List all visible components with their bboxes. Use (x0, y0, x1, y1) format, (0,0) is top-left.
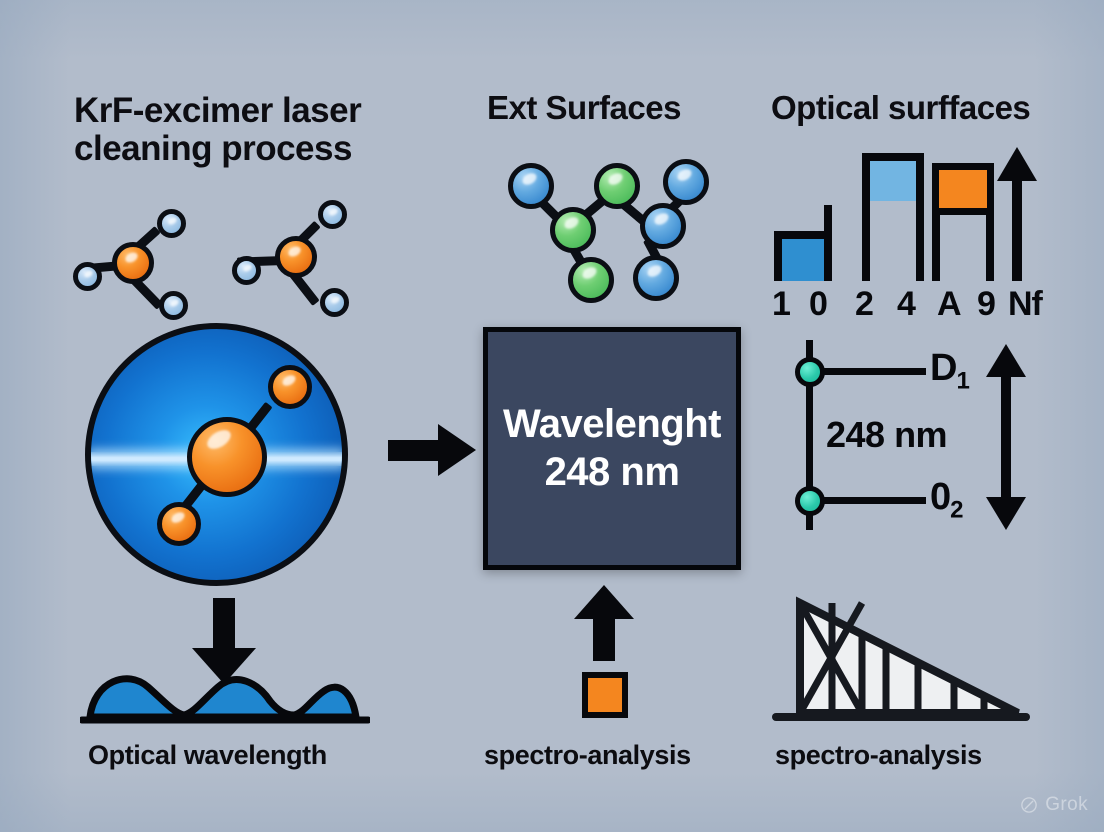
schematic-double-arrow (983, 344, 1029, 530)
grok-watermark-text: Grok (1045, 794, 1088, 815)
bar-tick-label: 0 (809, 285, 828, 323)
atom-hydrogen (318, 200, 347, 229)
bar-tick-label: 4 (897, 285, 916, 323)
bar-1-stem (824, 205, 832, 281)
schematic-label-top-text: D (930, 347, 957, 389)
schematic-lead-top (806, 368, 926, 375)
arrow-shaft (213, 598, 235, 652)
bar-tick-label: A (937, 285, 962, 323)
arrow-head-up (986, 344, 1026, 377)
atom-hydrogen (320, 288, 349, 317)
schematic-measure-label: 248 nm (826, 414, 948, 455)
atom-oxygen-satellite (157, 502, 201, 546)
bar-2 (862, 153, 924, 281)
atom-node-blue (640, 203, 686, 249)
caption-right: spectro-analysis (775, 740, 982, 770)
right-arrow-to-panel (388, 422, 478, 478)
bar-2-fill (870, 161, 916, 201)
up-arrow-to-panel (574, 585, 634, 661)
bar-tick-label: 9 (977, 285, 996, 323)
grok-logo-icon (1021, 797, 1038, 813)
sample-swatch-orange (582, 672, 628, 718)
atom-oxygen (112, 242, 154, 284)
schematic-label-top: D1 (930, 347, 970, 396)
wavelength-panel: Wavelenght 248 nm (483, 327, 741, 570)
bar-chart: 1 0 2 4 A 9 Nf (768, 145, 1043, 323)
atom-hydrogen (157, 209, 186, 238)
schematic-label-bottom: 02 (930, 476, 964, 525)
atom-oxygen (275, 236, 317, 278)
atom-node-green (568, 257, 614, 303)
bar-3-fill (932, 163, 994, 215)
bar-tick-label: 2 (855, 285, 874, 323)
molecule-cluster-left-a (70, 195, 250, 320)
atom-node-blue (508, 163, 554, 209)
molecule-cluster-center (490, 155, 710, 310)
schematic-lead-bottom (806, 497, 926, 504)
bar-3 (932, 163, 994, 281)
schematic-label-bottom-sub: 2 (950, 496, 963, 524)
atom-hydrogen (232, 256, 261, 285)
heading-right: Optical surffaces (771, 89, 1031, 126)
bar-chart-arrow-label: Nf (1008, 285, 1043, 323)
arrow-head (574, 585, 634, 619)
bar-1-fill (782, 239, 824, 281)
wavelength-panel-line1: Wavelenght (503, 402, 722, 447)
atom-node-blue (633, 255, 679, 301)
atom-node-blue (663, 159, 709, 205)
schematic-vertical-line (806, 340, 813, 530)
schematic-node-top (795, 357, 825, 387)
bar-3-leg-right (986, 209, 994, 281)
surface-profile-wave (80, 675, 370, 724)
arrow-shaft (593, 615, 615, 661)
schematic-node-bottom (795, 486, 825, 516)
schematic-label-top-sub: 1 (956, 367, 969, 395)
caption-center: spectro-analysis (484, 740, 691, 770)
optical-schematic: D1 02 248 nm (778, 340, 1058, 540)
bar-chart-up-arrow (993, 147, 1041, 281)
heading-left: KrF-excimer laser cleaning process (74, 91, 362, 168)
atom-hydrogen (73, 262, 102, 291)
caption-left: Optical wavelength (88, 740, 327, 770)
atom-oxygen-satellite (268, 365, 312, 409)
wavelength-panel-line2: 248 nm (544, 449, 680, 494)
arrow-head-down (986, 497, 1026, 530)
arrow-head (438, 424, 476, 476)
arrow-shaft (388, 440, 442, 461)
atom-oxygen-core (187, 417, 267, 497)
laser-target-sphere (85, 323, 348, 586)
atom-hydrogen (159, 291, 188, 320)
schematic-label-bottom-text: 0 (930, 476, 951, 518)
heading-center: Ext Surfaces (487, 89, 681, 126)
atom-node-green (550, 207, 596, 253)
arrow-shaft (1012, 175, 1022, 281)
bar-tick-label: 1 (772, 285, 791, 323)
atom-node-green (594, 163, 640, 209)
arrow-shaft (1001, 372, 1011, 504)
bar-3-leg-left (932, 209, 940, 281)
grok-watermark: Grok (1020, 794, 1088, 816)
molecule-cluster-left-b (225, 190, 405, 320)
spectrum-triangle-diagram (772, 596, 1030, 721)
